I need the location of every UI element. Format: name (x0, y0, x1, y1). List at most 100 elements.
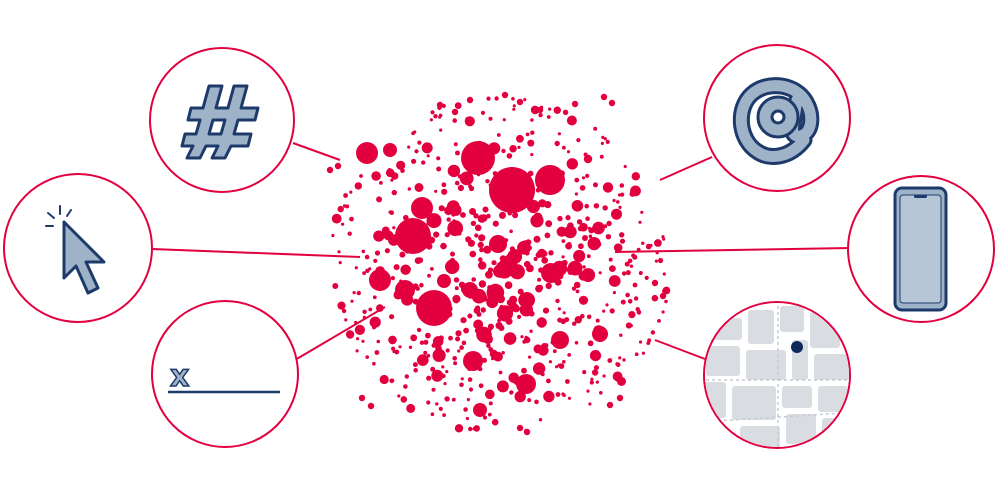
cluster-dot (637, 311, 641, 315)
cluster-dot (414, 183, 424, 192)
cluster-dot (530, 130, 535, 135)
cluster-dot (605, 139, 610, 144)
connector-at-sign (659, 156, 713, 181)
cluster-dot (581, 176, 586, 180)
cluster-dot (482, 206, 489, 213)
cluster-dot (562, 360, 566, 364)
cluster-dot (609, 308, 615, 314)
cluster-dot (453, 277, 460, 283)
cluster-dot (451, 108, 459, 116)
cluster-dot (331, 213, 342, 224)
node-signature[interactable]: x (151, 300, 299, 448)
cluster-dot (467, 377, 473, 382)
cluster-dot (538, 113, 543, 118)
cluster-dot (618, 356, 622, 360)
cluster-dot (638, 340, 643, 344)
cluster-dot (534, 399, 539, 405)
cluster-dot (417, 354, 429, 366)
cluster-dot (529, 329, 533, 333)
cluster-dot (591, 369, 599, 376)
cluster-dot (631, 253, 636, 258)
cluster-dot (467, 239, 475, 247)
cluster-dot (438, 115, 442, 119)
node-cursor-click[interactable] (3, 173, 153, 323)
cluster-dot (414, 301, 418, 305)
cluster-dot (507, 211, 513, 216)
cluster-dot (421, 160, 426, 165)
cluster-dot (557, 307, 562, 311)
cluster-dot (533, 344, 543, 354)
cluster-dot (474, 233, 479, 238)
node-smartphone[interactable] (847, 175, 995, 323)
cluster-dot (483, 334, 493, 345)
cluster-dot (593, 182, 598, 188)
cluster-dot (502, 184, 508, 190)
cluster-dot (556, 266, 560, 270)
cluster-dot (599, 391, 603, 395)
cluster-dot (601, 135, 605, 139)
cluster-dot (647, 338, 652, 343)
cluster-dot (651, 279, 659, 287)
cluster-dot (459, 382, 464, 388)
cluster-dot (430, 292, 441, 304)
cluster-dot (532, 362, 546, 375)
cluster-dot (557, 273, 564, 280)
cluster-dot (625, 292, 630, 298)
data-point-cluster (326, 91, 671, 436)
cluster-dot (605, 303, 609, 307)
cluster-dot (452, 294, 461, 304)
cluster-dot (417, 140, 422, 145)
cluster-dot (629, 264, 634, 268)
cluster-dot (613, 243, 623, 252)
cluster-dot (624, 261, 630, 267)
cluster-dot (582, 370, 587, 375)
cluster-dot (587, 237, 601, 251)
cluster-dot (440, 242, 447, 250)
cluster-dot (538, 418, 543, 422)
cluster-dot (428, 236, 436, 244)
cluster-dot (470, 220, 477, 227)
cluster-dot (471, 145, 484, 157)
cluster-dot (391, 172, 399, 180)
cluster-dot (623, 164, 627, 169)
cluster-dot (413, 130, 417, 134)
node-hashtag[interactable] (149, 47, 295, 193)
cluster-dot (573, 249, 586, 263)
cluster-dot (576, 219, 583, 225)
cluster-dot (587, 226, 592, 230)
cluster-dot (486, 343, 491, 349)
cluster-dot (536, 106, 544, 114)
cluster-dot (452, 356, 458, 361)
cluster-dot (517, 145, 521, 149)
cluster-dot (527, 398, 532, 403)
cluster-dot (581, 268, 596, 283)
cluster-dot (538, 199, 547, 208)
cluster-dot (492, 220, 499, 227)
cluster-dot (590, 377, 594, 381)
cluster-dot (662, 272, 666, 276)
cluster-dot (426, 400, 431, 405)
cluster-dot (616, 394, 624, 402)
cluster-dot (390, 178, 394, 182)
cluster-dot (452, 118, 458, 123)
cluster-dot (579, 185, 586, 191)
cluster-dot (599, 154, 604, 159)
cluster-dot (408, 345, 413, 349)
cluster-dot (625, 270, 631, 276)
cluster-dot (535, 165, 565, 195)
cluster-dot (395, 218, 431, 254)
node-at-sign[interactable] (703, 44, 851, 192)
cluster-dot (593, 203, 600, 209)
cluster-dot (423, 350, 428, 355)
cluster-dot (431, 369, 444, 382)
cluster-dot (388, 210, 392, 214)
cluster-dot (512, 198, 518, 203)
cluster-dot (469, 208, 477, 215)
cluster-dot (493, 351, 503, 362)
node-map-location[interactable] (700, 300, 860, 460)
cluster-dot (585, 216, 590, 221)
cluster-dot (588, 402, 592, 406)
cluster-dot (476, 173, 481, 177)
cluster-dot (608, 99, 616, 107)
cluster-dot (460, 377, 464, 381)
